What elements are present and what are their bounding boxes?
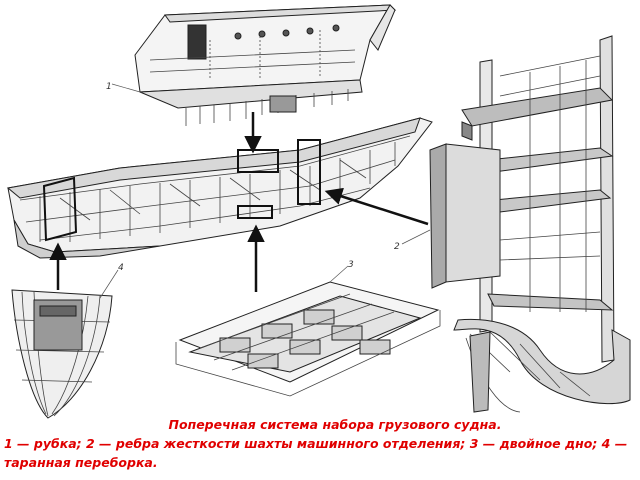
double-bottom-illustration [175, 281, 441, 397]
hull-highlight-frames [42, 139, 321, 242]
bow-bulkhead-illustration [11, 289, 113, 419]
engine-shaft-illustration [429, 35, 631, 413]
callout-stiffeners: 2 [394, 242, 400, 252]
hull-illustration [6, 117, 433, 259]
caption-legend: 1 — рубка; 2 — ребра жесткости шахты маш… [4, 436, 628, 470]
callout-collision-bulkhead: 4 [118, 263, 124, 273]
callout-wheelhouse: 1 [106, 82, 112, 92]
callout-double-bottom: 3 [348, 260, 354, 270]
caption-title: Поперечная система набора грузового судн… [168, 417, 502, 432]
arrow-engine-shaft [324, 187, 429, 226]
figure-caption: Поперечная система набора грузового судн… [0, 415, 640, 472]
wheelhouse-illustration [134, 4, 397, 126]
